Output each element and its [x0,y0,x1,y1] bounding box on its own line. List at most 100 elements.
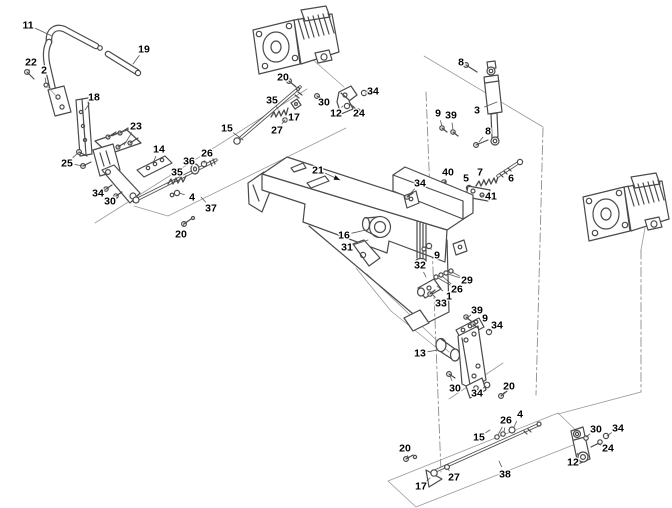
callout-label: 25 [61,158,73,170]
callout-38: 38 [498,460,512,482]
callout-label: 35 [266,95,278,107]
callout-label: 13 [414,348,426,360]
callout-label: 30 [104,196,116,208]
pump-left [252,5,340,75]
hardware-cluster-32 [416,268,454,299]
callout-4: 4 [178,190,196,205]
callout-5: 5 [462,171,470,188]
callout-31: 31 [340,239,369,255]
leader-line [84,103,90,111]
callout-label: 29 [461,275,473,287]
callout-30: 30 [448,375,462,396]
callout-label: 20 [503,381,515,393]
callout-label: 20 [399,443,411,455]
callout-35: 35 [265,93,279,110]
callout-14: 14 [152,142,166,164]
callout-27: 27 [447,468,461,485]
callout-11: 11 [21,18,53,37]
callout-label: 4 [517,409,523,421]
lower-bracket-13 [435,314,508,400]
callout-label: 15 [221,123,233,135]
lower-bellcrank-12 [570,426,610,465]
washer-27 [444,464,451,471]
eye-bolt-6 [516,158,524,166]
callout-label: 40 [442,167,454,179]
leader-line [449,375,453,382]
callout-24: 24 [352,105,366,121]
callout-34: 34 [408,176,427,196]
leader-line [178,192,185,196]
callout-27: 27 [270,119,286,138]
callout-label: 31 [341,242,353,254]
callout-13: 13 [413,346,439,361]
callout-label: 34 [414,178,426,190]
callout-7: 7 [476,165,485,182]
leader-line [74,164,84,167]
callout-20: 20 [502,379,516,395]
callout-15: 15 [220,121,244,141]
callout-label: 26 [201,148,213,160]
leader-line [437,277,451,286]
callout-label: 17 [415,481,427,493]
callout-label: 21 [312,165,324,177]
callout-label: 33 [435,298,447,310]
leader-line [352,105,355,108]
callout-label: 34 [612,423,624,435]
leader-line [585,433,591,438]
callout-9: 9 [429,247,441,263]
leader-line [427,349,439,353]
leader-line [341,105,344,108]
rollover-handle [24,24,142,157]
callout-25: 25 [60,151,84,171]
callout-34: 34 [470,385,487,401]
callout-6: 6 [503,171,515,186]
leader-line [354,239,369,245]
leader-line [485,429,491,434]
lower-control-rod-38 [403,421,542,488]
leader-line [281,119,286,125]
callout-label: 17 [288,112,300,124]
callout-label: 3 [474,105,480,117]
handle-gap-hole [97,45,103,51]
leader-line [200,196,207,203]
callout-label: 27 [448,472,460,484]
nut-34 [485,328,493,336]
nut-26 [200,160,208,168]
callout-1: 1 [436,285,453,304]
callout-12: 12 [566,452,580,470]
nut-34 [602,432,610,440]
frame-rail [247,156,474,332]
leader-line [497,426,503,436]
callout-35: 35 [170,165,184,181]
leader-line [444,179,447,183]
leader-line [44,77,47,84]
left-control-rod-37 [132,158,218,228]
callout-20: 20 [398,441,412,458]
callout-3: 3 [473,101,498,118]
callout-label: 39 [445,110,457,122]
callout-9: 9 [434,106,443,127]
callout-34: 34 [606,421,625,437]
callout-18: 18 [84,90,101,111]
callout-label: 38 [499,469,511,481]
leader-line [482,178,485,182]
callout-4: 4 [513,407,524,428]
callout-29: 29 [447,271,474,288]
callout-label: 9 [482,313,488,325]
callout-26: 26 [497,413,513,436]
callout-label: 30 [590,424,602,436]
leader-line [503,427,506,433]
callout-label: 1 [446,291,452,303]
callout-label: 39 [471,305,483,317]
callout-label: 5 [463,173,469,185]
callout-22: 22 [24,55,38,73]
callout-label: 8 [485,126,491,138]
nut-9 [425,242,433,250]
leader-line [498,460,503,468]
callout-17: 17 [287,107,301,125]
leader-line [232,132,244,141]
bolt-24 [355,108,361,114]
callout-16: 16 [337,228,367,243]
